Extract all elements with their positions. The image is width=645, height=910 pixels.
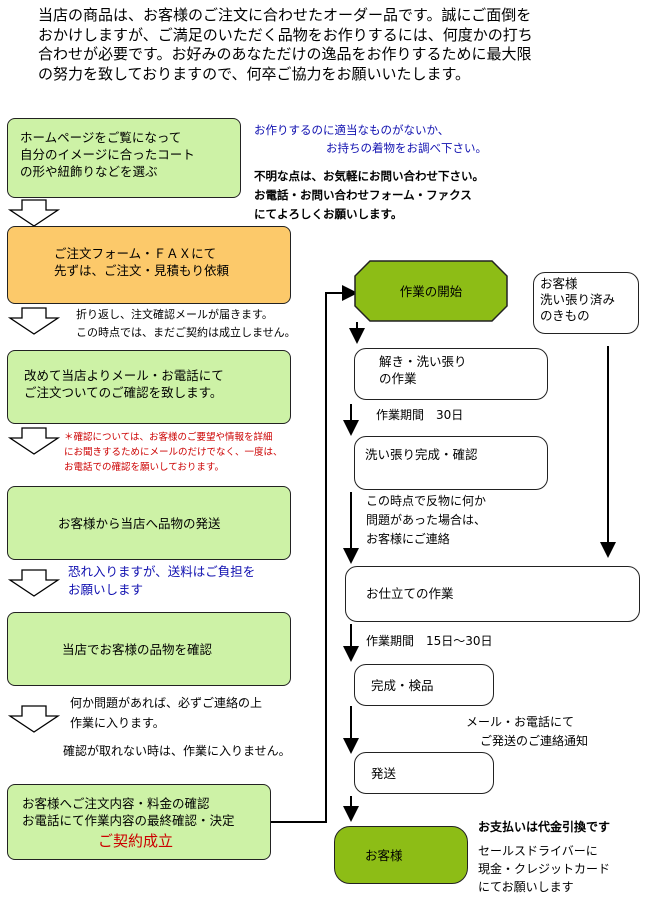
- intro-line: おかけしますが、ご満足のいただく品物をお作りするには、何度かの打ち: [38, 25, 533, 44]
- box-text: お仕立ての作業: [366, 586, 454, 601]
- step-homepage: ホームページをご覧になって 自分のイメージに合ったコート の形や紐飾りなどを選ぶ: [7, 118, 241, 198]
- step-final-confirm: お客様へご注文内容・料金の確認 お電話にて作業内容の最終確認・決定 ご契約成立: [7, 784, 271, 860]
- note-line: にお聞きするためにメールのだけでなく、一度は、: [64, 447, 283, 458]
- box-text: 洗い張り完成・確認: [365, 447, 478, 462]
- step-order: ご注文フォーム・ＦＡＸにて 先ずは、ご注文・見積もり依頼: [7, 226, 291, 304]
- step-text: ご注文フォーム・ＦＡＸにて: [54, 246, 217, 261]
- step-unpick-wash: 解き・洗い張り の作業: [354, 348, 548, 400]
- note-line: この時点では、まだご契約は成立しません。: [76, 326, 296, 339]
- note-line: お客様にご連絡: [366, 532, 450, 546]
- box-text: のきもの: [540, 308, 590, 323]
- intro-line: の努力を致しておりますので、何卒ご協力をお願いいたします。: [38, 64, 471, 83]
- note-line: 作業に入ります。: [70, 716, 165, 730]
- note-line: お願いします: [68, 582, 144, 597]
- note-line: にてよろしくお願いします。: [254, 207, 403, 221]
- box-text: お客様: [365, 848, 403, 863]
- box-text: の作業: [379, 371, 417, 386]
- washed-kimono: お客様 洗い張り済み のきもの: [533, 272, 639, 334]
- payment-lines: セールスドライバーに 現金・クレジットカード にてお願いします: [478, 842, 610, 896]
- intro-line: 合わせが必要です。お好みのあなただけの逸品をお作りするために最大限: [38, 45, 532, 63]
- note-line: 恐れ入りますが、送料はご負担を: [68, 564, 256, 579]
- down-arrow-icon: [7, 705, 61, 733]
- contract-connector: [271, 285, 358, 823]
- step-send-goods: お客様から当店へ品物の発送: [7, 486, 291, 560]
- note-ship-notice: メール・お電話にて ご発送のご連絡通知: [466, 713, 588, 751]
- work-start-shape: [354, 260, 508, 322]
- step-customer: お客様: [334, 826, 468, 884]
- step-text: お電話にて作業内容の最終確認・決定: [22, 813, 235, 828]
- box-text: 解き・洗い張り: [379, 354, 467, 369]
- step-confirm-call: 改めて当店よりメール・お電話にて ご注文ついてのご確認を致します。: [7, 350, 291, 424]
- note-asterisk: ＊確認については、お客様のご要望や情報を詳細 にお聞きするためにメールのだけでな…: [64, 430, 283, 475]
- note-shipping: 恐れ入りますが、送料はご負担を お願いします: [68, 563, 255, 599]
- box-text: お客様: [540, 276, 578, 291]
- down-arrow-icon: [7, 427, 61, 455]
- note-suitable: お作りするのに適当なものがないか、 お持ちの着物をお調べ下さい。: [254, 121, 487, 157]
- intro-text: 当店の商品は、お客様のご注文に合わせたオーダー品です。誠にご面倒を おかけします…: [38, 6, 638, 84]
- work-start-label: 作業の開始: [399, 284, 463, 299]
- note-line: お持ちの着物をお調べ下さい。: [326, 141, 487, 155]
- note-reply: 折り返し、注文確認メールが届きます。 この時点では、まだご契約は成立しません。: [76, 306, 296, 342]
- step-tailoring: お仕立ての作業: [345, 566, 640, 622]
- step-text: の形や紐飾りなどを選ぶ: [20, 164, 158, 179]
- note-line: 問題があった場合は、: [366, 513, 487, 527]
- box-text: 洗い張り済み: [540, 292, 616, 307]
- step-text: ホームページをご覧になって: [20, 130, 182, 145]
- step-text: 先ずは、ご注文・見積もり依頼: [54, 263, 230, 278]
- step-text: お客様から当店へ品物の発送: [58, 516, 221, 531]
- note-line: ＊確認については、お客様のご要望や情報を詳細: [64, 432, 273, 443]
- note-line: 折り返し、注文確認メールが届きます。: [76, 308, 273, 321]
- period-1: 作業期間 30日: [376, 408, 464, 422]
- box-text: 完成・検品: [371, 678, 434, 693]
- box-text: 発送: [371, 766, 397, 781]
- note-problem: 何か問題があれば、必ずご連絡の上 作業に入ります。: [70, 693, 262, 733]
- note-line: ご発送のご連絡通知: [480, 734, 589, 748]
- note-line: 不明な点は、お気軽にお問い合わせ下さい。: [254, 169, 484, 183]
- note-line: お電話・お問い合わせフォーム・ファクス: [254, 188, 472, 202]
- note-line: この時点で反物に何か: [366, 494, 487, 508]
- down-arrow-icon: [7, 569, 61, 597]
- payment-line: にてお願いします: [478, 880, 574, 894]
- note-line: お電話での確認を願いしております。: [64, 462, 224, 473]
- step-wash-done: 洗い張り完成・確認: [354, 436, 548, 490]
- step-text: 改めて当店よりメール・お電話にて: [24, 368, 224, 383]
- step-text: 当店でお客様の品物を確認: [62, 642, 213, 657]
- payment-line: 現金・クレジットカード: [478, 862, 611, 876]
- note-no-confirm: 確認が取れない時は、作業に入りません。: [63, 742, 291, 760]
- period-2: 作業期間 15日〜30日: [366, 634, 493, 648]
- step-text: 自分のイメージに合ったコート: [20, 147, 195, 162]
- note-line: お作りするのに適当なものがないか、: [254, 123, 450, 137]
- step-ship: 発送: [354, 752, 494, 794]
- step-inspect: 完成・検品: [354, 664, 494, 706]
- note-line: 確認が取れない時は、作業に入りません。: [63, 744, 291, 758]
- step-text: お客様へご注文内容・料金の確認: [22, 796, 210, 811]
- intro-line: 当店の商品は、お客様のご注文に合わせたオーダー品です。誠にご面倒を: [38, 6, 532, 24]
- note-fabric: この時点で反物に何か 問題があった場合は、 お客様にご連絡: [366, 492, 486, 549]
- note-line: 何か問題があれば、必ずご連絡の上: [70, 696, 263, 710]
- down-arrow-icon: [7, 307, 61, 335]
- step-check-goods: 当店でお客様の品物を確認: [7, 612, 291, 686]
- contract-label: ご契約成立: [98, 832, 174, 850]
- payment-line: セールスドライバーに: [478, 844, 598, 858]
- note-line: メール・お電話にて: [466, 715, 575, 729]
- note-questions: 不明な点は、お気軽にお問い合わせ下さい。 お電話・お問い合わせフォーム・ファクス…: [254, 167, 484, 224]
- step-text: ご注文ついてのご確認を致します。: [24, 385, 223, 400]
- down-arrow-icon: [7, 199, 61, 227]
- payment-title: お支払いは代金引換です: [478, 820, 611, 834]
